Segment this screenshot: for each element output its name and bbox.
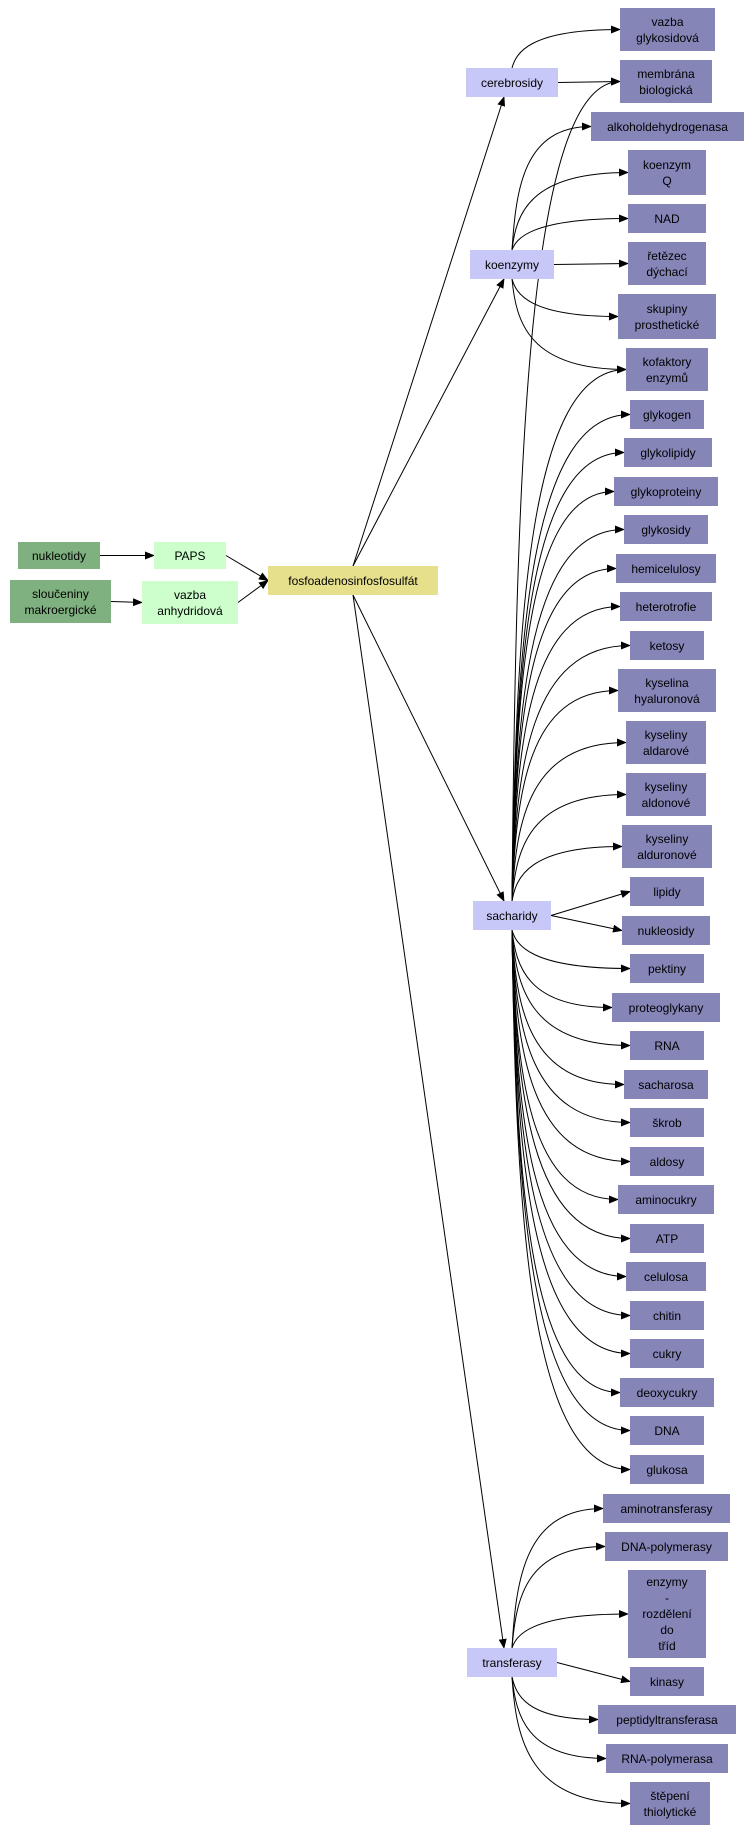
node-sacharosa: sacharosa <box>624 1070 708 1099</box>
edge-sacharidy-rna <box>511 929 631 1050</box>
node-transferasy: transferasy <box>467 1648 557 1677</box>
node-nad: NAD <box>628 204 706 233</box>
edge-transferasy-enzymy-rozdeleni <box>511 1610 629 1649</box>
edge-transferasy-peptidyltransferasa <box>511 1676 599 1724</box>
edge-sacharidy-chitin <box>511 929 631 1320</box>
node-kyseliny-aldarove: kyseliny aldarové <box>626 721 706 764</box>
edge-sacharidy-ketosy <box>511 641 631 902</box>
node-cukry: cukry <box>630 1339 704 1368</box>
node-koenzym-q: koenzym Q <box>628 150 706 195</box>
edge-sacharidy-kyseliny-alduronove <box>511 842 623 902</box>
node-retezec-dychaci: řetězec dýchací <box>628 242 706 285</box>
node-cerebrosidy: cerebrosidy <box>466 68 558 97</box>
edge-slouceniny-makroergicke-vazba-anhydridova <box>110 598 143 607</box>
edge-fosfo-koenzymy <box>352 278 505 567</box>
node-hemicelulosy: hemicelulosy <box>616 554 716 583</box>
edge-fosfo-cerebrosidy <box>352 96 506 567</box>
edge-transferasy-kinasy <box>556 1662 631 1684</box>
edge-cerebrosidy-vazba-glykosidova <box>511 25 621 69</box>
node-kyseliny-aldonove: kyseliny aldonové <box>626 773 706 816</box>
edge-transferasy-stepeni-thiolyticke <box>511 1676 631 1808</box>
edge-sacharidy-pektiny <box>511 929 631 973</box>
edge-koenzymy-nad <box>511 214 629 251</box>
edge-sacharidy-glykogen <box>511 410 631 902</box>
node-fosfoadenosinfosfosulfat: fosfoadenosinfosfosulfát <box>268 566 438 595</box>
node-skrob: škrob <box>630 1108 704 1137</box>
edge-sacharidy-kyseliny-aldarove <box>511 738 627 902</box>
node-enzymy-rozdeleni: enzymy - rozdělení do tříd <box>628 1570 706 1658</box>
node-nukleotidy: nukleotidy <box>18 542 100 569</box>
node-kofaktory-enzymu: kofaktory enzymů <box>626 348 708 391</box>
edge-koenzymy-kofaktory-enzymu <box>511 278 627 374</box>
edge-koenzymy-retezec-dychaci <box>553 259 629 268</box>
edge-cerebrosidy-membrana-biologicka <box>557 77 621 86</box>
node-deoxycukry: deoxycukry <box>620 1378 714 1407</box>
node-aminocukry: aminocukry <box>618 1185 714 1214</box>
edge-sacharidy-glykolipidy <box>511 448 625 902</box>
node-paps: PAPS <box>154 542 226 569</box>
node-vazba-glykosidova: vazba glykosidová <box>620 8 715 51</box>
node-dna-polymerasy: DNA-polymerasy <box>605 1532 728 1561</box>
node-atp: ATP <box>630 1224 704 1253</box>
node-kinasy: kinasy <box>630 1667 704 1696</box>
edge-transferasy-aminotransferasy <box>511 1504 604 1649</box>
node-aldosy: aldosy <box>630 1147 704 1176</box>
edge-sacharidy-kofaktory-enzymu <box>511 365 627 902</box>
node-rna-polymerasa: RNA-polymerasa <box>606 1744 728 1773</box>
node-stepeni-thiolyticke: štěpení thiolytické <box>630 1782 710 1825</box>
edge-sacharidy-lipidy <box>550 890 631 916</box>
node-pektiny: pektiny <box>630 954 704 983</box>
node-sacharidy: sacharidy <box>473 901 551 930</box>
node-celulosa: celulosa <box>626 1262 706 1291</box>
node-kyseliny-alduronove: kyseliny alduronové <box>622 825 712 868</box>
edge-koenzymy-alkoholdehydrogenasa <box>511 122 592 251</box>
edge-sacharidy-nukleosidy <box>550 915 623 933</box>
edge-sacharidy-aminocukry <box>511 929 619 1204</box>
node-kyselina-hyaluronova: kyselina hyaluronová <box>618 669 716 712</box>
node-heterotrofie: heterotrofie <box>620 592 712 621</box>
edge-transferasy-dna-polymerasy <box>511 1542 606 1649</box>
node-skupiny-prosthetic: skupiny prosthetické <box>618 294 716 339</box>
node-glykolipidy: glykolipidy <box>624 438 712 467</box>
node-dna: DNA <box>630 1416 704 1445</box>
node-glukosa: glukosa <box>630 1455 704 1484</box>
edge-sacharidy-membrana-biologicka <box>511 77 621 902</box>
node-membrana-biologicka: membrána biologická <box>620 60 712 103</box>
edge-sacharidy-skrob <box>511 929 631 1127</box>
node-koenzymy: koenzymy <box>470 250 554 279</box>
node-lipidy: lipidy <box>630 877 704 906</box>
node-glykogen: glykogen <box>630 400 704 429</box>
edge-sacharidy-glykosidy <box>511 525 625 902</box>
edge-sacharidy-glukosa <box>511 929 631 1474</box>
node-vazba-anhydridova: vazba anhydridová <box>142 581 238 624</box>
node-chitin: chitin <box>630 1301 704 1330</box>
edge-koenzymy-koenzym-q <box>511 168 629 251</box>
node-aminotransferasy: aminotransferasy <box>603 1494 730 1523</box>
node-ketosy: ketosy <box>630 631 704 660</box>
edge-paps-fosfoadenosinfosfosulfat <box>225 555 269 582</box>
node-slouceniny-makroergicke: sloučeniny makroergické <box>10 580 111 623</box>
edge-transferasy-rna-polymerasa <box>511 1676 607 1763</box>
node-glykosidy: glykosidy <box>624 515 708 544</box>
node-alkoholdehydrogenasa: alkoholdehydrogenasa <box>591 112 744 141</box>
node-nukleosidy: nukleosidy <box>622 916 710 945</box>
node-glykoproteiny: glykoproteiny <box>614 477 718 506</box>
edge-sacharidy-kyselina-hyaluronova <box>511 686 619 902</box>
node-peptidyltransferasa: peptidyltransferasa <box>598 1705 736 1734</box>
edge-sacharidy-kyseliny-aldonove <box>511 790 627 902</box>
edge-sacharidy-heterotrofie <box>511 602 621 902</box>
edge-sacharidy-hemicelulosy <box>511 564 617 902</box>
node-proteoglykany: proteoglykany <box>612 993 720 1022</box>
edge-sacharidy-proteoglykany <box>511 929 613 1012</box>
edge-koenzymy-skupiny-prosthetic <box>511 278 619 321</box>
edge-fosfo-sacharidy <box>352 594 505 902</box>
node-rna: RNA <box>630 1031 704 1060</box>
edge-vazba-anhydridova-fosfoadenosinfosfosulfat <box>237 579 269 603</box>
edge-sacharidy-aldosy <box>511 929 631 1166</box>
edge-fosfo-transferasy <box>352 594 507 1649</box>
